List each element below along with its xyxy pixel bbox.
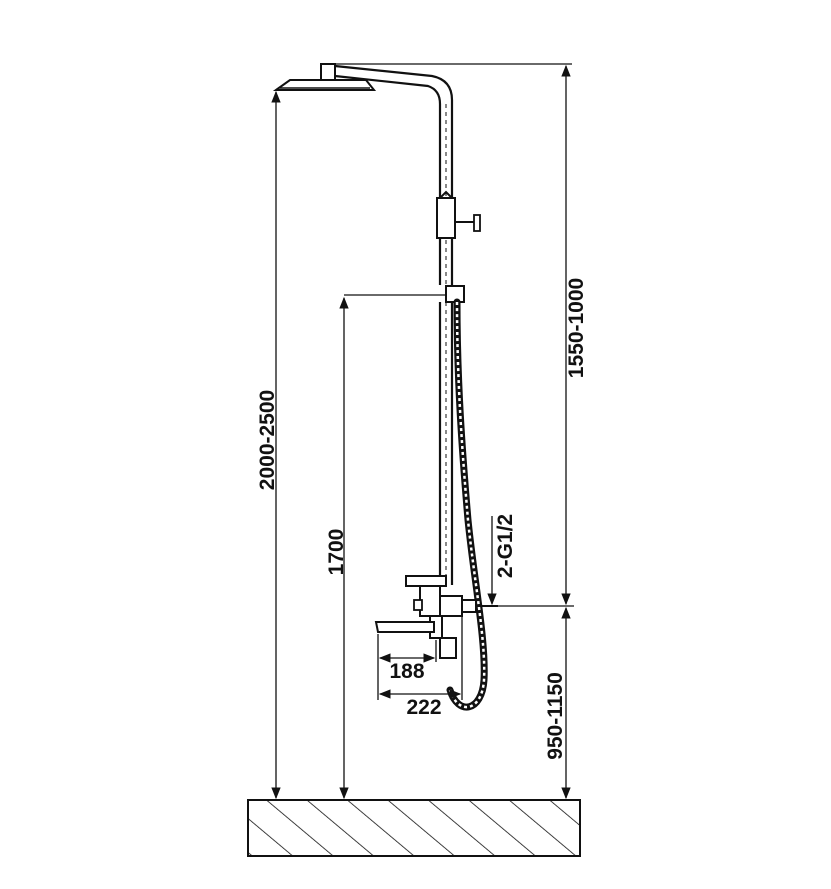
label-handshower-height: 1700	[325, 529, 348, 576]
dimension-handshower-height: 1700	[325, 294, 446, 800]
dimension-valve-height: 950-1150	[498, 605, 574, 800]
label-spout-total: 222	[406, 696, 441, 719]
dimension-inlet-thread: 2-G1/2	[487, 514, 517, 606]
lower-column	[438, 285, 465, 585]
flexible-hose	[446, 298, 488, 711]
label-column-height: 1550-1000	[565, 278, 588, 378]
dimension-spout-reach: 188	[377, 634, 437, 700]
dimension-spout-total: 222	[378, 612, 463, 719]
label-inlet-thread: 2-G1/2	[494, 514, 517, 578]
dimension-total-height: 2000-2500	[256, 90, 281, 800]
label-total-height: 2000-2500	[256, 390, 279, 490]
floor-block	[247, 799, 581, 857]
handshower-slide-holder	[436, 190, 481, 239]
label-valve-height: 950-1150	[544, 672, 567, 760]
mixer-valve	[374, 575, 498, 659]
label-spout-reach: 188	[389, 660, 424, 683]
dimension-column-height: 1550-1000	[336, 63, 588, 606]
shower-arm	[334, 64, 454, 285]
